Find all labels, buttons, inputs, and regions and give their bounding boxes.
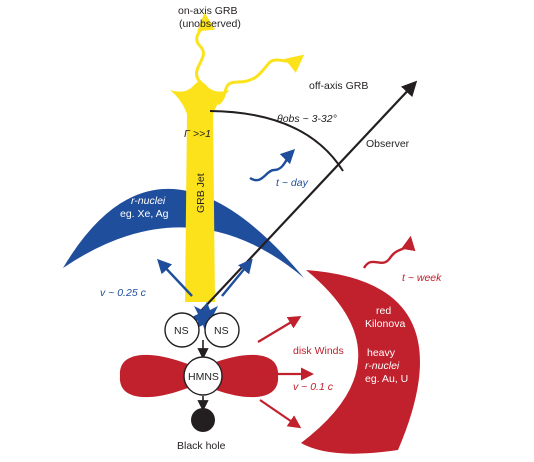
ns-right-label: NS bbox=[214, 325, 229, 337]
blue-kilonova-line-1: blue bbox=[227, 182, 247, 194]
on-axis-label-2: (unobserved) bbox=[179, 18, 241, 30]
red-kilonova-line-1: red bbox=[376, 305, 391, 317]
grb-jet bbox=[170, 80, 230, 302]
heavy-line-1: heavy bbox=[367, 347, 396, 359]
v-red-label: v ~ 0.1 c bbox=[293, 381, 334, 393]
red-kilonova-ejecta bbox=[301, 270, 420, 454]
blue-light-line-3: eg. Xe, Ag bbox=[120, 208, 169, 220]
neutron-star-right bbox=[204, 312, 240, 348]
t-week-label: t ~ week bbox=[402, 272, 442, 284]
observer-line bbox=[199, 80, 418, 313]
disk-lobe-left bbox=[119, 354, 206, 398]
on-axis-grb-arrow bbox=[195, 12, 216, 83]
t-day-label: t ~ day bbox=[276, 177, 309, 189]
blue-kilonova-ejecta bbox=[63, 188, 304, 278]
theta-obs-label: θobs ~ 3-32° bbox=[277, 113, 337, 125]
blue-day-arrow bbox=[249, 148, 296, 182]
heavy-line-2: r-nuclei bbox=[365, 360, 400, 372]
black-hole bbox=[191, 408, 215, 432]
neutron-star-left bbox=[164, 312, 200, 348]
black-hole-label: Black hole bbox=[177, 440, 226, 452]
hmns-circle bbox=[183, 356, 223, 396]
ns-left-label: NS bbox=[174, 325, 189, 337]
disk-winds-label: disk Winds bbox=[293, 345, 344, 357]
blue-light-line-2: r-nuclei bbox=[131, 195, 166, 207]
blue-velocity-arrow-right bbox=[221, 258, 253, 297]
v-blue-label: v ~ 0.25 c bbox=[100, 287, 147, 299]
blue-kilonova-line-2: Kilonova bbox=[227, 195, 267, 207]
on-axis-label-1: on-axis GRB bbox=[178, 5, 238, 17]
off-axis-grb-arrow bbox=[216, 54, 305, 106]
disk-wind-arrow-down bbox=[259, 399, 302, 429]
blue-light-line-1: light bbox=[131, 182, 150, 194]
heavy-line-3: eg. Au, U bbox=[365, 373, 408, 385]
off-axis-label: off-axis GRB bbox=[309, 80, 368, 92]
observer-label: Observer bbox=[366, 138, 410, 150]
hmns-label: HMNS bbox=[188, 371, 219, 383]
disk-wind-arrow-up bbox=[257, 315, 302, 343]
lorentz-label: Γ >>1 bbox=[184, 128, 211, 140]
red-week-arrow bbox=[362, 235, 416, 269]
grb-jet-label: GRB Jet bbox=[195, 173, 207, 213]
red-kilonova-line-2: Kilonova bbox=[365, 318, 405, 330]
theta-obs-arc bbox=[209, 110, 344, 172]
blue-velocity-arrow-left bbox=[157, 258, 193, 297]
